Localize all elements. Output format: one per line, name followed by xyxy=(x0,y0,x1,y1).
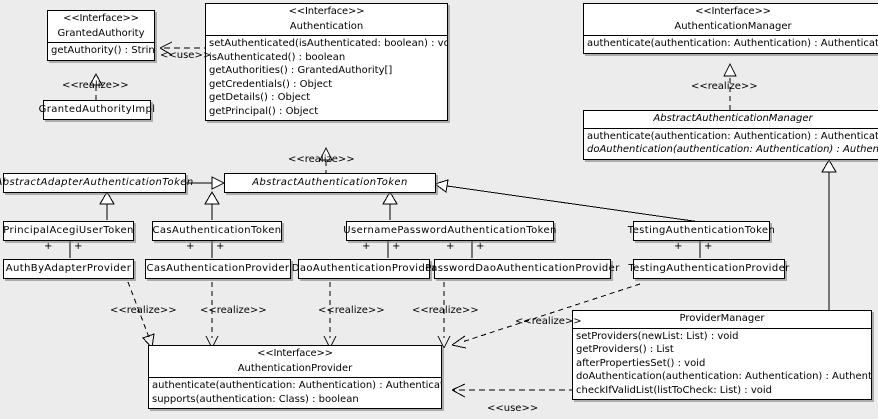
class-principal-acegi-user-token[interactable]: PrincipalAcegiUserToken xyxy=(3,221,134,241)
class-header: AbstractAuthenticationManager xyxy=(584,111,878,128)
association-plus: + xyxy=(674,241,683,252)
class-name: PrincipalAcegiUserToken xyxy=(3,225,134,237)
operation: authenticate(authentication: Authenticat… xyxy=(152,380,441,391)
class-header: ProviderManager xyxy=(573,311,871,328)
label-realize-abstract-authentication-manager: <<realize>> xyxy=(691,81,758,92)
association-plus: + xyxy=(74,241,83,252)
operations-compartment: authenticate(authentication: Authenticat… xyxy=(149,377,441,408)
label-realize-abstract-authentication-token: <<realize>> xyxy=(288,154,355,165)
class-name: TestingAuthenticationProvider xyxy=(628,263,790,275)
operation: getProviders() : List xyxy=(576,344,674,355)
class-name: AbstractAuthenticationToken xyxy=(252,177,408,189)
operation: getPrincipal() : Object xyxy=(209,105,319,117)
class-name: GrantedAuthorityImpl xyxy=(38,104,156,116)
class-authentication-provider[interactable]: <<Interface>> AuthenticationProvider aut… xyxy=(148,345,442,409)
class-name: DaoAuthenticationProvider xyxy=(291,263,437,275)
operation: setAuthenticated(isAuthenticated: boolea… xyxy=(209,38,447,49)
class-name: CasAuthenticationToken xyxy=(152,225,282,237)
operations-compartment: authenticate(authentication: Authenticat… xyxy=(584,127,878,159)
association-plus: + xyxy=(186,241,195,252)
operation: supports(authentication: Class) : boolea… xyxy=(152,393,359,405)
operation-abstract: doAuthentication(authentication: Authent… xyxy=(587,144,878,155)
class-name: AuthenticationProvider xyxy=(237,362,353,374)
operation: doAuthentication(authentication: Authent… xyxy=(576,371,871,382)
label-realize-cas-authentication-provider: <<realize>> xyxy=(200,305,267,316)
label-realize-testing-authentication-provider: <<realize>> xyxy=(515,316,582,327)
class-name: UsernamePasswordAuthenticationToken xyxy=(343,225,557,237)
operation: getAuthority() : String xyxy=(51,45,154,56)
class-granted-authority[interactable]: <<Interface>> GrantedAuthority getAuthor… xyxy=(47,10,155,61)
class-header: <<Interface>> AuthenticationManager xyxy=(584,4,878,35)
class-name: PasswordDaoAuthenticationProvider xyxy=(425,263,620,275)
operation: isAuthenticated() : boolean xyxy=(209,51,346,63)
association-plus: + xyxy=(704,241,713,252)
class-abstract-adapter-authentication-token[interactable]: AbstractAdapterAuthenticationToken xyxy=(0,173,193,193)
class-granted-authority-impl[interactable]: GrantedAuthorityImpl xyxy=(39,100,155,120)
label-realize-dao-authentication-provider: <<realize>> xyxy=(318,305,385,316)
class-name: Authentication xyxy=(289,20,364,32)
class-abstract-authentication-token[interactable]: AbstractAuthenticationToken xyxy=(224,173,436,193)
association-plus: + xyxy=(392,241,401,252)
class-authentication[interactable]: <<Interface>> Authentication setAuthenti… xyxy=(205,3,448,121)
class-testing-authentication-provider[interactable]: TestingAuthenticationProvider xyxy=(628,259,789,279)
association-plus: + xyxy=(216,241,225,252)
class-name: CasAuthenticationProvider xyxy=(146,263,290,275)
operation: getAuthorities() : GrantedAuthority[] xyxy=(209,65,393,76)
association-plus: + xyxy=(362,241,371,252)
label-realize-password-dao-authentication-provider: <<realize>> xyxy=(412,305,479,316)
association-plus: + xyxy=(446,241,455,252)
label-realize-granted-authority-impl: <<realize>> xyxy=(62,80,129,91)
operations-compartment: setAuthenticated(isAuthenticated: boolea… xyxy=(206,35,447,120)
class-abstract-authentication-manager[interactable]: AbstractAuthenticationManager authentica… xyxy=(583,110,878,160)
stereotype-interface: <<Interface>> xyxy=(288,6,365,17)
class-password-dao-authentication-provider[interactable]: PasswordDaoAuthenticationProvider xyxy=(425,259,619,279)
stereotype-interface: <<Interface>> xyxy=(257,348,333,359)
class-provider-manager[interactable]: ProviderManager setProviders(newList: Li… xyxy=(572,310,872,400)
class-testing-authentication-token[interactable]: TestingAuthenticationToken xyxy=(628,221,775,241)
operation: setProviders(newList: List) : void xyxy=(576,330,739,342)
class-username-password-authentication-token[interactable]: UsernamePasswordAuthenticationToken xyxy=(343,221,557,241)
operation: getCredentials() : Object xyxy=(209,78,333,90)
class-name: AbstractAdapterAuthenticationToken xyxy=(0,177,194,189)
label-use-provider-manager: <<use>> xyxy=(487,403,539,414)
class-dao-authentication-provider[interactable]: DaoAuthenticationProvider xyxy=(292,259,436,279)
operations-compartment: authenticate(authentication: Authenticat… xyxy=(584,35,878,53)
operation: authenticate(authentication: Authenticat… xyxy=(587,38,878,49)
class-name: AbstractAuthenticationManager xyxy=(653,113,813,124)
association-plus: + xyxy=(476,241,485,252)
operation: checkIfValidList(listToCheck: List) : vo… xyxy=(576,384,773,396)
class-name: GrantedAuthority xyxy=(57,27,145,39)
label-use-authentication-granted-authority: <<use>> xyxy=(160,50,212,61)
stereotype-interface: <<Interface>> xyxy=(695,6,771,17)
association-plus: + xyxy=(44,241,53,252)
class-name: AuthenticationManager xyxy=(674,20,792,32)
class-auth-by-adapter-provider[interactable]: AuthByAdapterProvider xyxy=(3,259,134,279)
operation: getDetails() : Object xyxy=(209,92,311,103)
stereotype-interface: <<Interface>> xyxy=(63,13,139,24)
label-realize-auth-by-adapter-provider: <<realize>> xyxy=(110,305,177,316)
class-cas-authentication-token[interactable]: CasAuthenticationToken xyxy=(152,221,282,241)
operation: afterPropertiesSet() : void xyxy=(576,357,706,369)
class-header: <<Interface>> AuthenticationProvider xyxy=(149,346,441,377)
class-name: ProviderManager xyxy=(679,313,765,324)
class-header: <<Interface>> GrantedAuthority xyxy=(48,11,154,42)
operation: authenticate(authentication: Authenticat… xyxy=(587,130,878,142)
operations-compartment: setProviders(newList: List) : void getPr… xyxy=(573,327,871,400)
class-authentication-manager[interactable]: <<Interface>> AuthenticationManager auth… xyxy=(583,3,878,54)
operations-compartment: getAuthority() : String xyxy=(48,42,154,60)
class-name: AuthByAdapterProvider xyxy=(5,263,132,275)
class-name: TestingAuthenticationToken xyxy=(627,225,776,237)
class-header: <<Interface>> Authentication xyxy=(206,4,447,35)
class-cas-authentication-provider[interactable]: CasAuthenticationProvider xyxy=(145,259,291,279)
